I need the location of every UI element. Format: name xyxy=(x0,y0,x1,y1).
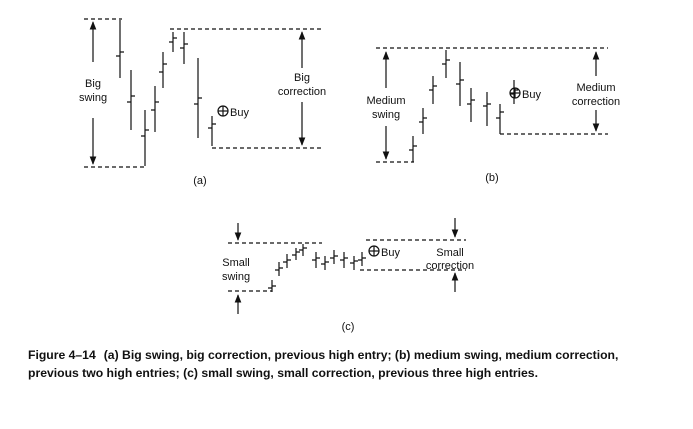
panel-a-swing-label-line1: Big xyxy=(85,78,101,90)
panel-a xyxy=(84,18,322,168)
panel-c-caption-label: (c) xyxy=(342,321,355,333)
panel-b-buy-label: Buy xyxy=(522,89,541,101)
figure-number: Figure 4–14 xyxy=(28,348,96,362)
panel-c-swing-label-line2: swing xyxy=(222,271,250,283)
panel-a-correction-label-line1: Big xyxy=(294,72,310,84)
figure-diagram: Big swing Big correction Buy (a) Medium … xyxy=(79,18,620,333)
panel-a-swing-label-line2: swing xyxy=(79,92,107,104)
panel-a-buy-label: Buy xyxy=(230,107,249,119)
panel-c-swing-label-line1: Small xyxy=(222,257,250,269)
figure-caption-text: (a) Big swing, big correction, previous … xyxy=(28,348,619,380)
panel-b xyxy=(376,47,608,163)
panel-c-correction-label-line1: Small xyxy=(436,247,464,259)
panel-c-buy-label: Buy xyxy=(381,247,400,259)
panel-c-correction-label-line2: correction xyxy=(426,260,474,272)
figure-caption: Figure 4–14(a) Big swing, big correction… xyxy=(28,346,668,382)
panel-b-swing-label-line1: Medium xyxy=(366,95,405,107)
panel-b-swing-label-line2: swing xyxy=(372,109,400,121)
panel-b-correction-label-line1: Medium xyxy=(576,82,615,94)
panel-a-price-bars xyxy=(116,20,216,166)
panel-c xyxy=(228,218,466,314)
panel-c-price-bars xyxy=(268,244,366,292)
panel-b-correction-label-line2: correction xyxy=(572,96,620,108)
panel-b-price-bars xyxy=(409,50,518,162)
panel-a-caption-label: (a) xyxy=(193,175,206,187)
panel-b-caption-label: (b) xyxy=(485,172,498,184)
panel-a-correction-label-line2: correction xyxy=(278,86,326,98)
